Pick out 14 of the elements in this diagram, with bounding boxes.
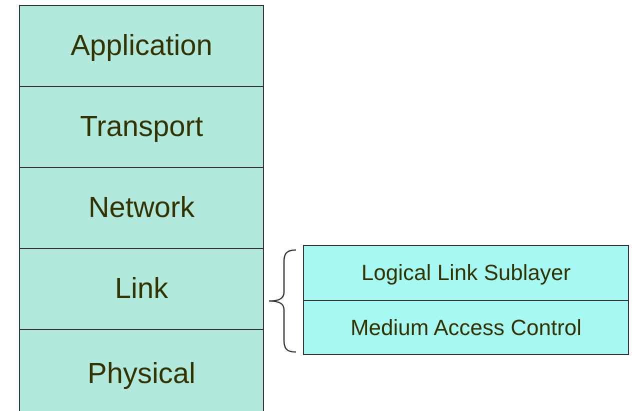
layer-label: Transport bbox=[80, 110, 204, 144]
layer-label: Medium Access Control bbox=[350, 314, 582, 340]
layer-label: Network bbox=[88, 192, 195, 224]
layer-label: Logical Link Sublayer bbox=[361, 260, 571, 286]
layer-box bbox=[19, 5, 264, 87]
layer-label: Physical bbox=[88, 358, 196, 390]
layer-box bbox=[19, 167, 264, 249]
layer-label: Application bbox=[70, 30, 212, 62]
layer-box bbox=[303, 300, 629, 355]
layer-box bbox=[303, 245, 629, 301]
layer-box bbox=[19, 86, 264, 168]
layer-box bbox=[19, 329, 264, 411]
layer-label: Link bbox=[114, 272, 168, 306]
layer-box bbox=[19, 248, 264, 330]
